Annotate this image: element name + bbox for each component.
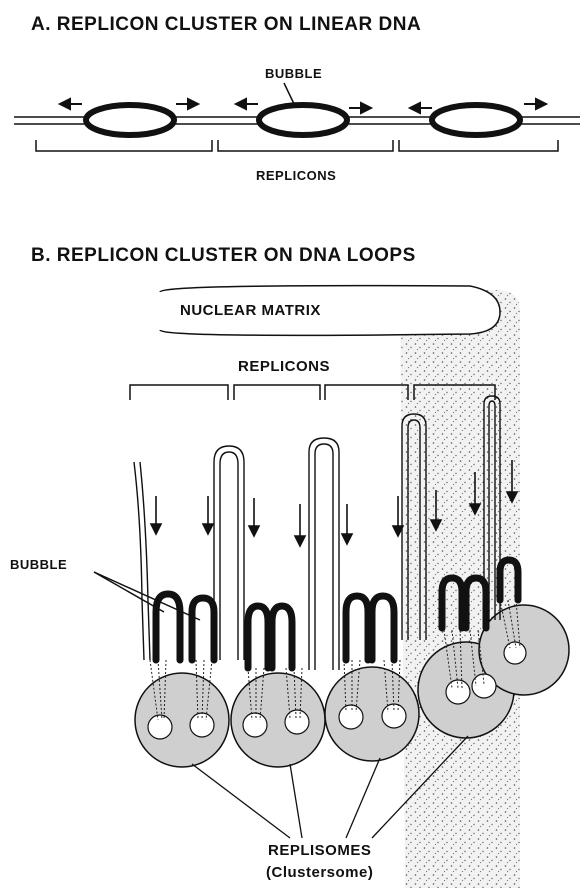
panel-b-dna-loops — [94, 286, 569, 888]
panel-a-linear-dna — [14, 83, 580, 151]
bubble-3 — [432, 105, 520, 135]
bubble-2 — [259, 105, 347, 135]
replicon-brackets-a — [36, 140, 558, 151]
bubble-1 — [86, 105, 174, 135]
replisomes-label: REPLISOMES — [268, 842, 371, 859]
clustersome-label: (Clustersome) — [266, 864, 373, 881]
nuclear-matrix-label: NUCLEAR MATRIX — [180, 302, 321, 319]
panel-a-bubble-label: BUBBLE — [265, 66, 322, 81]
panel-a-replicons-label: REPLICONS — [256, 168, 336, 183]
panel-b-replicons-label: REPLICONS — [238, 358, 330, 375]
panel-a-title: A. REPLICON CLUSTER ON LINEAR DNA — [31, 14, 421, 36]
panel-b-bubble-label: BUBBLE — [10, 557, 67, 572]
panel-b-title: B. REPLICON CLUSTER ON DNA LOOPS — [31, 245, 416, 267]
bubble-pointer-a — [284, 83, 295, 106]
